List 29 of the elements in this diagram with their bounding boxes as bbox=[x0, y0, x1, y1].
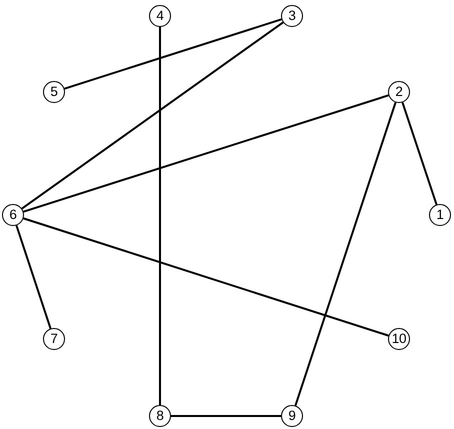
connector-line bbox=[23, 94, 389, 213]
connector-line bbox=[64, 18, 282, 90]
circle-node bbox=[388, 328, 410, 350]
node-number: 9 bbox=[288, 409, 296, 423]
node-number: 3 bbox=[288, 9, 296, 23]
circle-node bbox=[388, 81, 410, 103]
circle-node bbox=[2, 204, 24, 226]
connector-line bbox=[16, 225, 52, 329]
connector-line bbox=[402, 102, 438, 205]
node-number: 5 bbox=[50, 85, 58, 99]
connector-line bbox=[21, 22, 284, 210]
node-number: 8 bbox=[156, 409, 164, 423]
circle-node bbox=[43, 81, 65, 103]
circle-node bbox=[149, 5, 171, 27]
node-number: 10 bbox=[392, 332, 406, 346]
circle-node bbox=[429, 204, 451, 226]
connector-line bbox=[171, 415, 281, 417]
circle-node bbox=[281, 405, 303, 427]
circle-node bbox=[43, 328, 65, 350]
node-number: 7 bbox=[50, 332, 58, 346]
node-number: 1 bbox=[436, 208, 444, 222]
node-number: 2 bbox=[395, 85, 403, 99]
circle-node bbox=[281, 5, 303, 27]
connector-line bbox=[159, 27, 161, 405]
connector-line bbox=[23, 217, 389, 337]
connector-line bbox=[294, 102, 396, 406]
node-number: 6 bbox=[9, 208, 17, 222]
circle-node bbox=[149, 405, 171, 427]
node-number: 4 bbox=[156, 9, 164, 23]
